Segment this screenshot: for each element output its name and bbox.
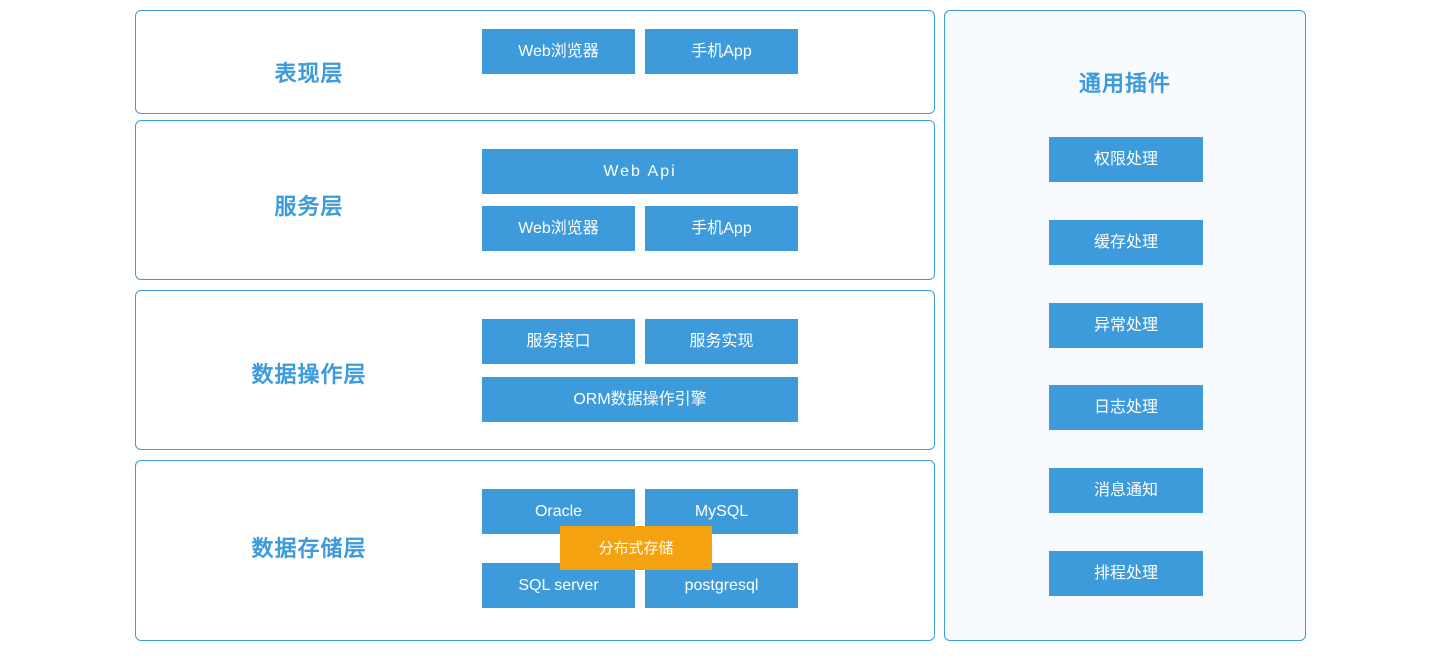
layer-panel-presentation: 表现层 Web浏览器 手机App — [135, 10, 935, 114]
node-oracle[interactable]: Oracle — [482, 489, 635, 534]
plugin-node-notification[interactable]: 消息通知 — [1049, 468, 1203, 513]
node-service-implementation[interactable]: 服务实现 — [645, 319, 798, 364]
node-mobile-app-service[interactable]: 手机App — [645, 206, 798, 251]
node-postgresql[interactable]: postgresql — [645, 563, 798, 608]
layer-title-data-operation: 数据操作层 — [251, 362, 367, 387]
plugin-node-cache[interactable]: 缓存处理 — [1049, 220, 1203, 265]
node-web-browser-presentation[interactable]: Web浏览器 — [482, 29, 635, 74]
layer-title-data-storage: 数据存储层 — [251, 536, 367, 561]
node-sql-server[interactable]: SQL server — [482, 563, 635, 608]
layer-panel-service: 服务层 Web Api Web浏览器 手机App — [135, 120, 935, 280]
plugin-node-permission[interactable]: 权限处理 — [1049, 137, 1203, 182]
node-mobile-app-presentation[interactable]: 手机App — [645, 29, 798, 74]
node-web-browser-service[interactable]: Web浏览器 — [482, 206, 635, 251]
plugin-node-scheduling[interactable]: 排程处理 — [1049, 551, 1203, 596]
layer-panel-data-operation: 数据操作层 服务接口 服务实现 ORM数据操作引擎 — [135, 290, 935, 450]
plugin-node-logging[interactable]: 日志处理 — [1049, 385, 1203, 430]
layer-title-presentation: 表现层 — [274, 61, 344, 86]
node-orm-engine[interactable]: ORM数据操作引擎 — [482, 377, 798, 422]
plugin-node-exception[interactable]: 异常处理 — [1049, 303, 1203, 348]
node-web-api[interactable]: Web Api — [482, 149, 798, 194]
layer-title-service: 服务层 — [274, 194, 344, 219]
node-service-interface[interactable]: 服务接口 — [482, 319, 635, 364]
plugins-panel: 通用插件 权限处理 缓存处理 异常处理 日志处理 消息通知 排程处理 — [944, 10, 1306, 641]
plugins-panel-title: 通用插件 — [1078, 71, 1171, 96]
node-distributed-storage[interactable]: 分布式存储 — [560, 526, 712, 570]
layer-panel-data-storage: 数据存储层 Oracle MySQL SQL server postgresql… — [135, 460, 935, 641]
